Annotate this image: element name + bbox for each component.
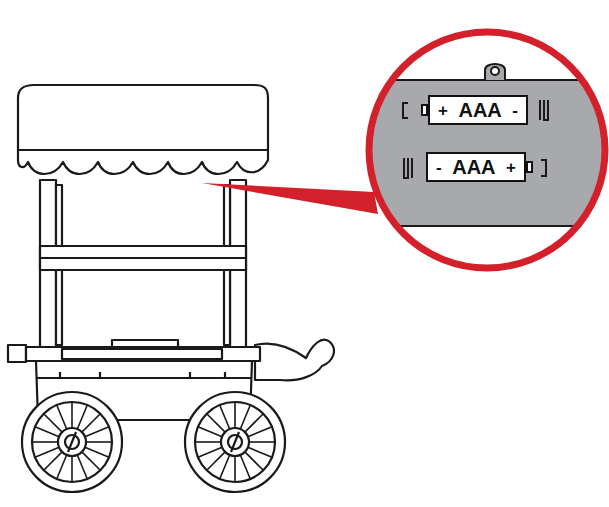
battery-size: AAA	[458, 100, 501, 120]
wheel	[185, 392, 285, 492]
battery-polarity: +	[438, 102, 448, 119]
battery-terminal	[526, 161, 533, 173]
battery-polarity: -	[436, 159, 442, 176]
wheels	[22, 392, 285, 492]
callout-ring	[369, 32, 605, 268]
callout-leader	[202, 183, 378, 214]
battery-polarity: +	[506, 159, 516, 176]
wheel	[22, 392, 122, 492]
battery: + AAA-	[428, 95, 528, 125]
battery-compartment	[368, 80, 608, 226]
cart	[8, 85, 334, 420]
battery-size: AAA	[452, 157, 495, 177]
battery-polarity: -	[512, 102, 518, 119]
battery: -AAA +	[426, 152, 526, 182]
battery-terminal	[421, 104, 428, 116]
